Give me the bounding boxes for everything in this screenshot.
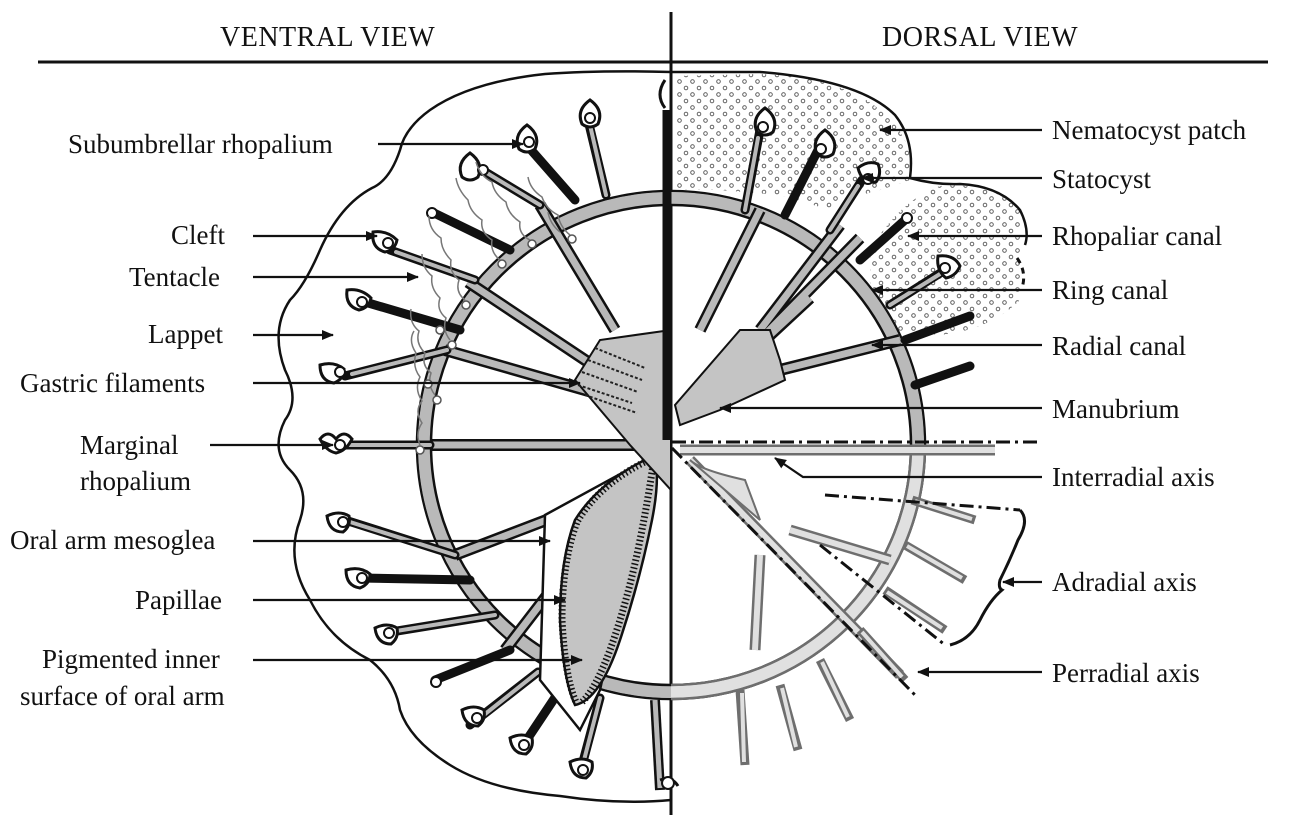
label-subumbrellar-rhopalium: Subumbrellar rhopalium bbox=[68, 129, 333, 159]
pigmented-inner-surface bbox=[560, 455, 657, 705]
dorsal-view-header: DORSAL VIEW bbox=[882, 22, 1078, 53]
label-pigmented-2: surface of oral arm bbox=[20, 681, 225, 711]
dorsal-lower-canals bbox=[680, 450, 995, 675]
label-papillae: Papillae bbox=[135, 585, 222, 615]
label-oral-arm-mesoglea: Oral arm mesoglea bbox=[10, 525, 215, 555]
label-pigmented-1: Pigmented inner bbox=[42, 644, 220, 674]
label-marginal-rhopalium-2: rhopalium bbox=[80, 466, 191, 496]
label-rhopaliar-canal: Rhopaliar canal bbox=[1052, 221, 1222, 251]
label-interradial-axis: Interradial axis bbox=[1052, 462, 1215, 492]
label-tentacle: Tentacle bbox=[129, 262, 220, 292]
manubrium-dorsal bbox=[675, 330, 785, 425]
statocyst-marker bbox=[758, 122, 768, 132]
ventral-view-header: VENTRAL VIEW bbox=[220, 22, 435, 53]
label-marginal-rhopalium-1: Marginal bbox=[80, 430, 178, 460]
label-perradial-axis: Perradial axis bbox=[1052, 658, 1200, 688]
label-nematocyst-patch: Nematocyst patch bbox=[1052, 115, 1247, 145]
label-ring-canal: Ring canal bbox=[1052, 275, 1168, 305]
manubrium-ventral bbox=[575, 330, 671, 490]
label-gastric-filaments: Gastric filaments bbox=[20, 368, 205, 398]
label-statocyst: Statocyst bbox=[1052, 164, 1151, 194]
label-radial-canal: Radial canal bbox=[1052, 331, 1186, 361]
label-lappet: Lappet bbox=[148, 319, 223, 349]
label-cleft: Cleft bbox=[171, 220, 225, 250]
label-manubrium: Manubrium bbox=[1052, 394, 1180, 424]
label-adradial-axis: Adradial axis bbox=[1052, 567, 1197, 597]
